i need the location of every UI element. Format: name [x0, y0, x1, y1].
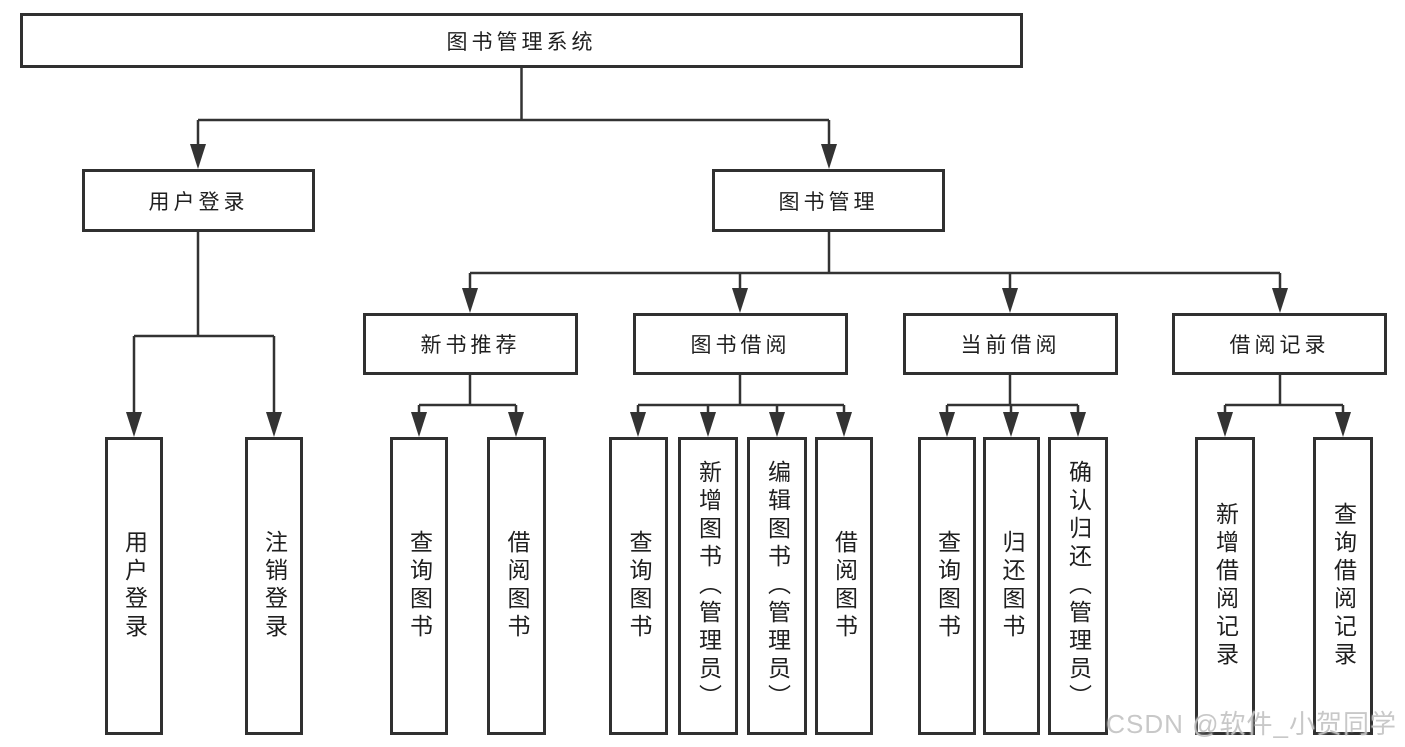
arrowhead-down	[700, 412, 716, 437]
node-library-management-system: 图书管理系统	[20, 13, 1023, 68]
arrowhead-down	[462, 288, 478, 313]
node-borrowing-records: 借阅记录	[1172, 313, 1387, 375]
leaf-logout: 注销登录	[245, 437, 303, 735]
arrowheads	[126, 144, 1351, 437]
arrowhead-down	[1003, 412, 1019, 437]
node-current-borrowing: 当前借阅	[903, 313, 1118, 375]
leaf-add-books-admin: 新增图书（管理员）	[678, 437, 738, 735]
arrowhead-down	[1272, 288, 1288, 313]
arrowhead-down	[411, 412, 427, 437]
leaf-borrow-books-recommend: 借阅图书	[487, 437, 546, 735]
arrowhead-down	[508, 412, 524, 437]
arrowhead-down	[769, 412, 785, 437]
arrowhead-down	[190, 144, 206, 169]
arrowhead-down	[1335, 412, 1351, 437]
arrowhead-down	[836, 412, 852, 437]
node-new-book-recommendation: 新书推荐	[363, 313, 578, 375]
csdn-watermark: CSDN @软件_小贺同学	[1106, 709, 1397, 739]
leaf-return-books: 归还图书	[983, 437, 1040, 735]
leaf-borrow-books: 借阅图书	[815, 437, 873, 735]
connector-trunks	[132, 68, 1345, 414]
leaf-add-borrow-record: 新增借阅记录	[1195, 437, 1255, 735]
leaf-query-books-current: 查询图书	[918, 437, 976, 735]
arrowhead-down	[821, 144, 837, 169]
leaf-query-borrow-record: 查询借阅记录	[1313, 437, 1373, 735]
leaf-confirm-return-admin: 确认归还（管理员）	[1048, 437, 1108, 735]
node-book-management-branch: 图书管理	[712, 169, 945, 232]
leaf-edit-books-admin: 编辑图书（管理员）	[747, 437, 807, 735]
leaf-user-login: 用户登录	[105, 437, 163, 735]
leaf-query-books-borrowing: 查询图书	[609, 437, 668, 735]
leaf-query-books-recommend: 查询图书	[390, 437, 448, 735]
node-book-borrowing: 图书借阅	[633, 313, 848, 375]
arrowhead-down	[939, 412, 955, 437]
arrowhead-down	[126, 412, 142, 437]
arrowhead-down	[1217, 412, 1233, 437]
arrowhead-down	[732, 288, 748, 313]
arrowhead-down	[630, 412, 646, 437]
node-user-login-branch: 用户登录	[82, 169, 315, 232]
arrowhead-down	[266, 412, 282, 437]
arrowhead-down	[1070, 412, 1086, 437]
arrowhead-down	[1002, 288, 1018, 313]
